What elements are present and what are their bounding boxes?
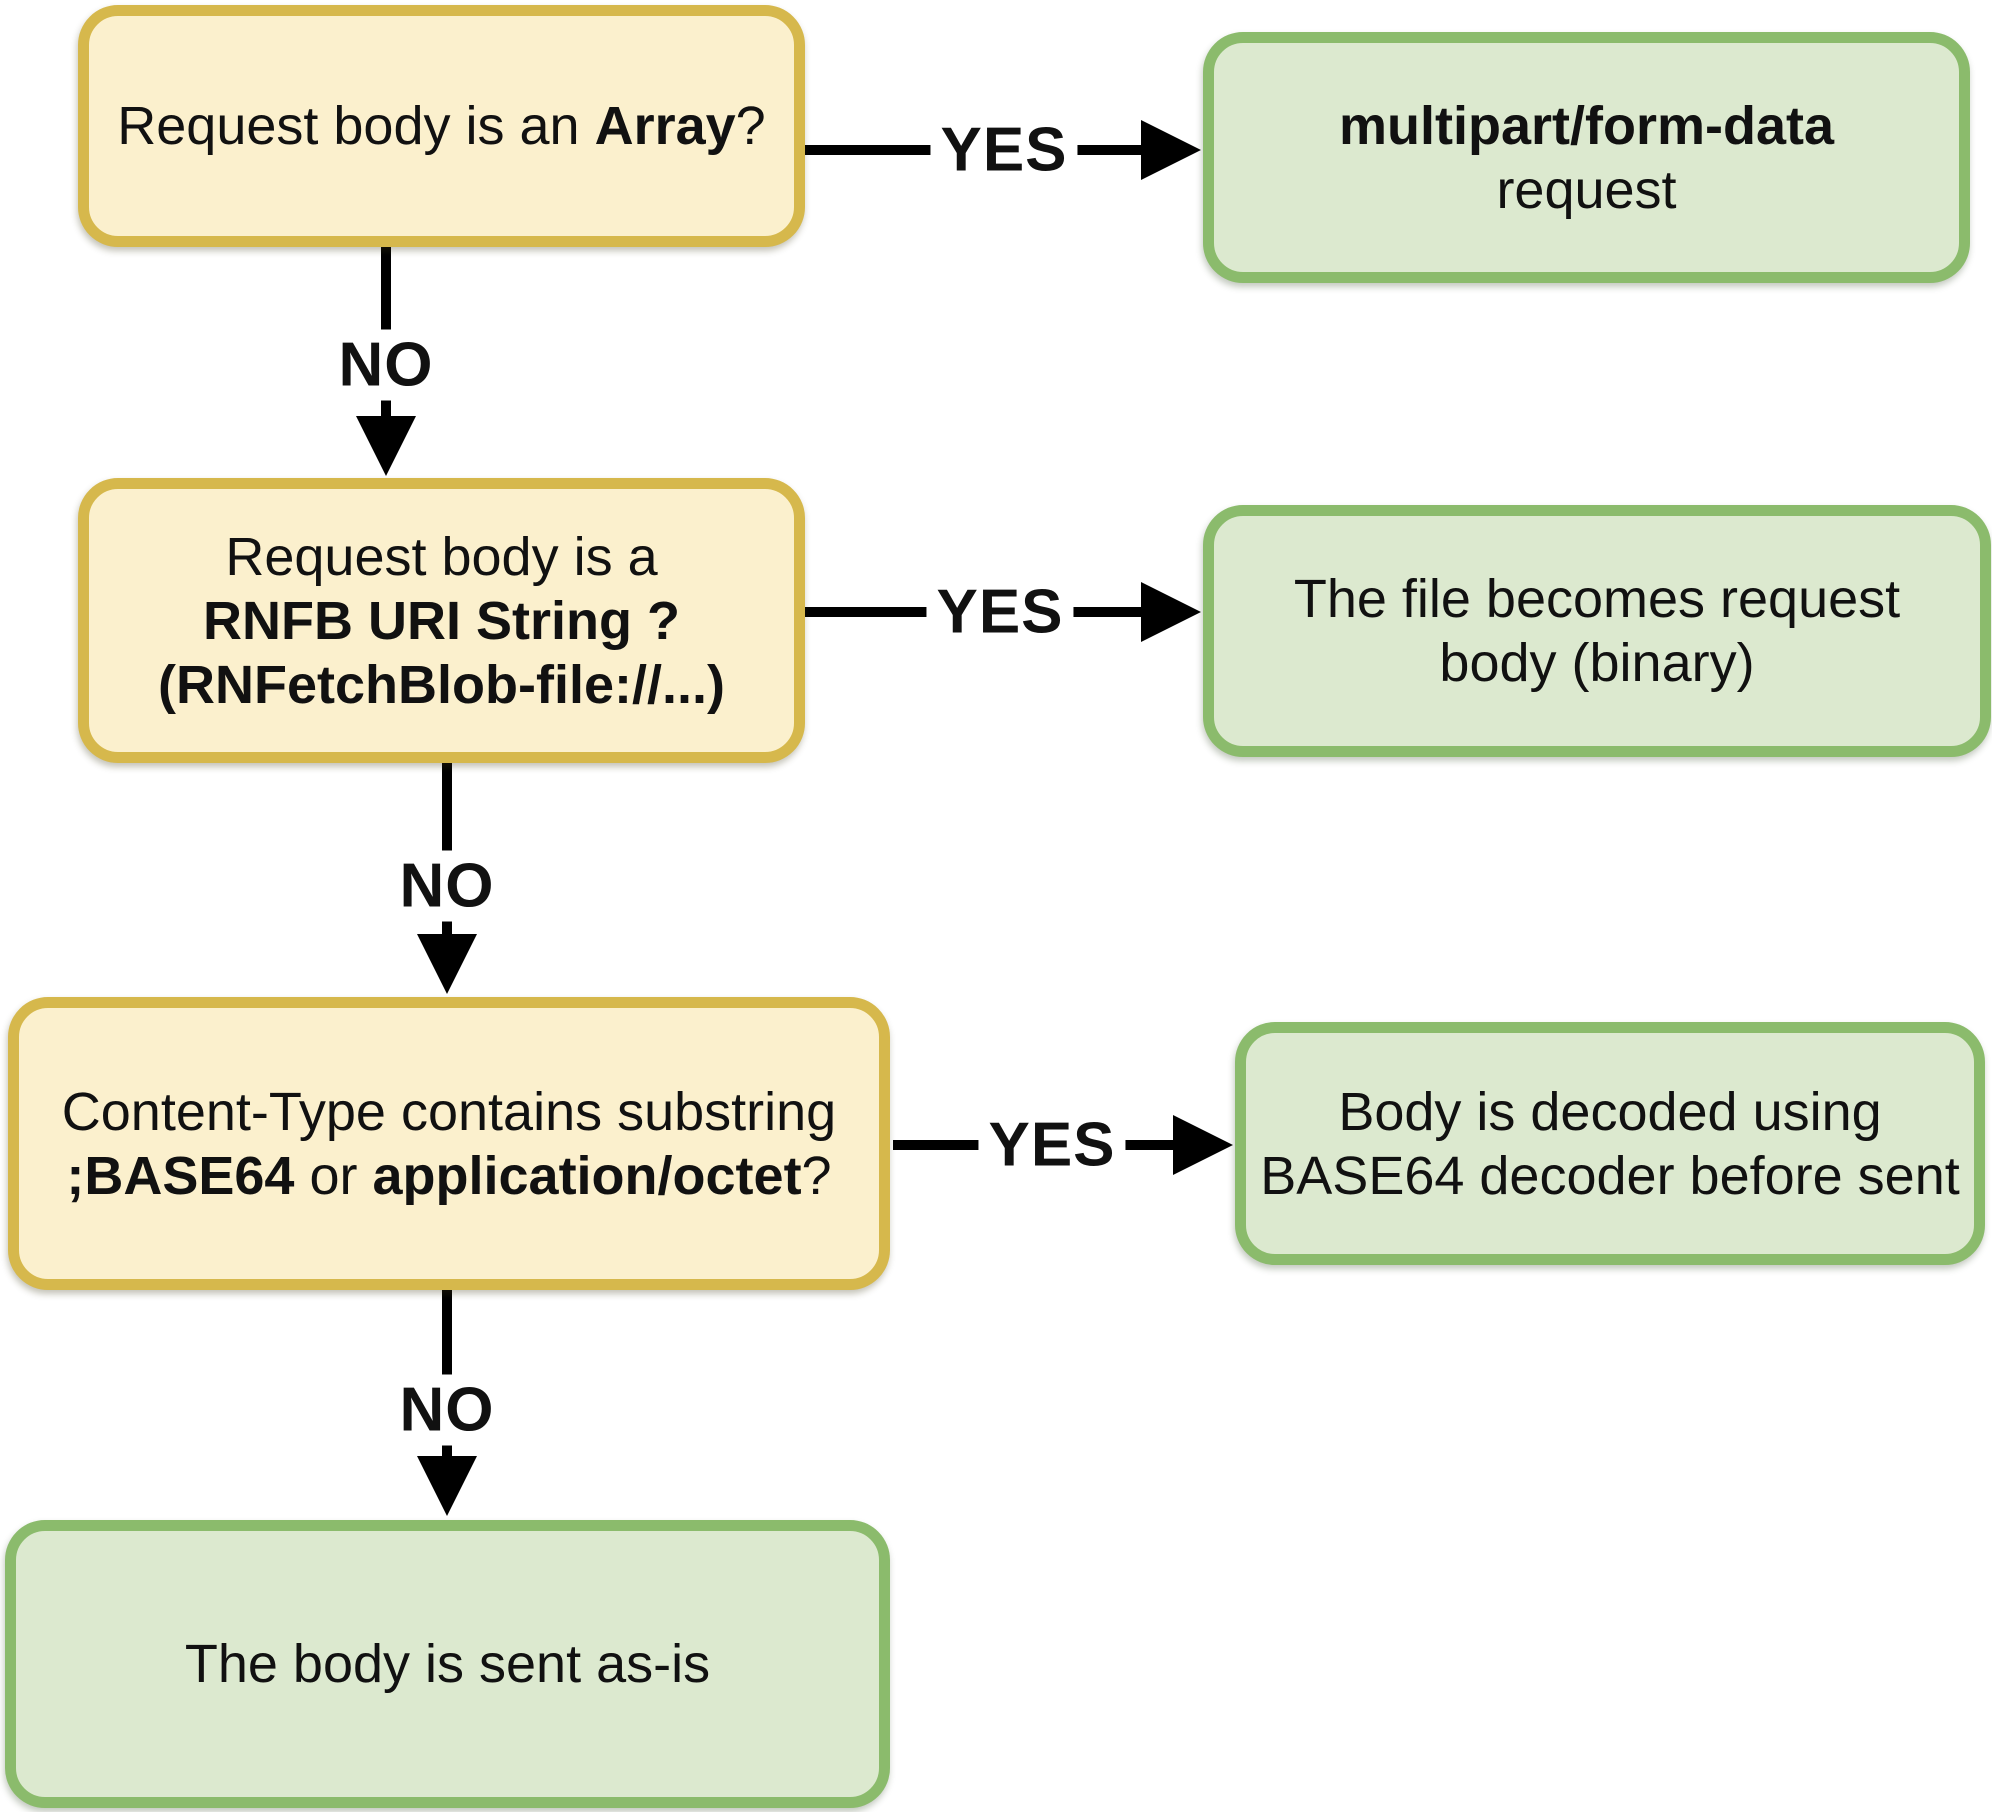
question-array-box: Request body is an Array? [78,5,805,247]
result-file-body-text-line2: body (binary) [1439,633,1755,693]
result-base64-decode-box: Body is decoded using BASE64 decoder bef… [1235,1022,1985,1265]
edge-label-no-3: NO [389,1374,505,1446]
edge-label-no-1: NO [328,329,444,401]
question-rnfb-uri-text-line2: RNFB URI String ? [203,590,680,651]
edge-label-yes-2: YES [926,576,1074,648]
edge-label-yes-3: YES [978,1109,1126,1181]
result-base64-decode-text-line1: Body is decoded using [1338,1081,1882,1142]
question-content-type-text-line1: Content-Type contains substring [61,1081,837,1142]
question-array-text: Request body is an Array? [117,96,766,156]
result-file-body-text-line1: The file becomes request [1293,569,1901,629]
edge-label-yes-1: YES [930,114,1078,186]
question-content-type-text-line2: ;BASE64 or application/octet? [66,1145,832,1206]
result-multipart-text-line1: multipart/form-data [1338,95,1835,156]
question-content-type-box: Content-Type contains substring ;BASE64 … [8,997,890,1290]
question-rnfb-uri-text-line1: Request body is a [225,526,658,587]
result-sent-as-is-box: The body is sent as-is [5,1520,890,1808]
result-multipart-text-line2: request [1496,159,1677,220]
edge-label-no-2: NO [389,850,505,922]
result-base64-decode-text-line2: BASE64 decoder before sent [1260,1145,1960,1206]
question-rnfb-uri-box: Request body is a RNFB URI String ? (RNF… [78,478,805,763]
result-multipart-box: multipart/form-data request [1203,32,1970,283]
question-rnfb-uri-text-line3: (RNFetchBlob-file://...) [158,654,725,715]
result-sent-as-is-text: The body is sent as-is [184,1634,711,1694]
result-file-body-box: The file becomes request body (binary) [1203,505,1991,757]
